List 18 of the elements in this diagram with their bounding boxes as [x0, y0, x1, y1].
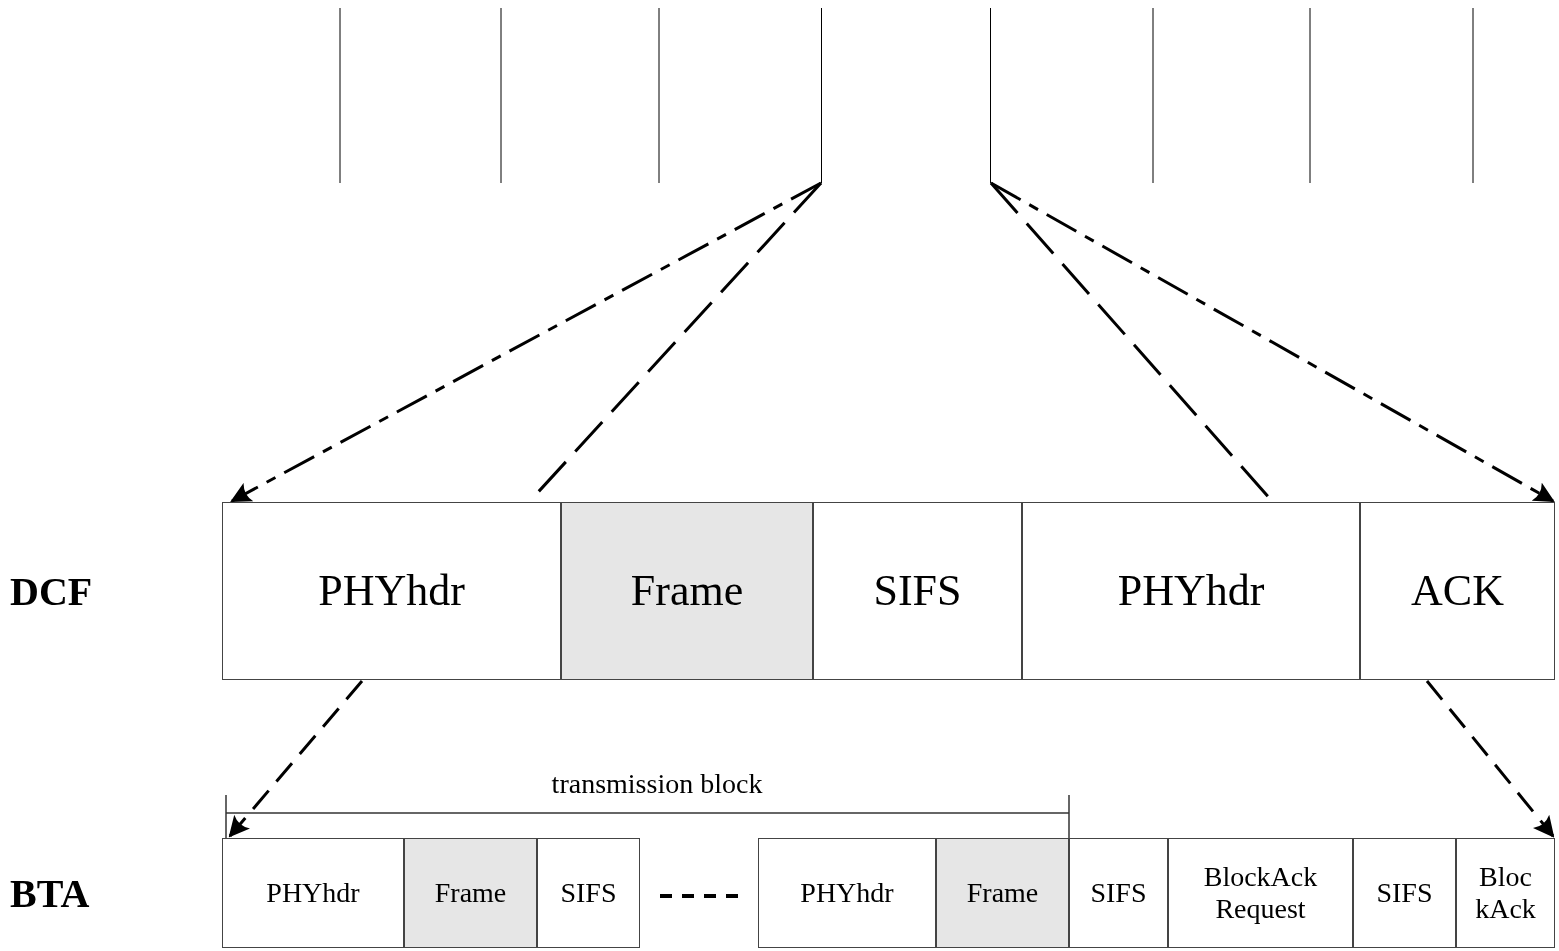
- field-box: PHYhdr: [222, 838, 404, 948]
- field-box: Frame: [404, 838, 537, 948]
- field-box: PHYhdr: [758, 838, 936, 948]
- dimension-label: transmission block: [550, 768, 764, 800]
- field-box: Frame: [561, 502, 813, 680]
- field-box: SIFS: [813, 502, 1022, 680]
- field-box: Frame: [936, 838, 1069, 948]
- field-box: SIFS: [1353, 838, 1456, 948]
- field-box: Bloc kAck: [1456, 838, 1555, 948]
- field-box: BlockAck Request: [1168, 838, 1353, 948]
- row-label: DCF: [10, 567, 93, 616]
- field-box: PHYhdr: [222, 502, 561, 680]
- field-box: SIFS: [1069, 838, 1168, 948]
- field-box: SIFS: [537, 838, 640, 948]
- field-box: ACK: [1360, 502, 1555, 680]
- row-label: BTA: [10, 869, 90, 918]
- time-slot: [821, 8, 991, 183]
- field-box: PHYhdr: [1022, 502, 1360, 680]
